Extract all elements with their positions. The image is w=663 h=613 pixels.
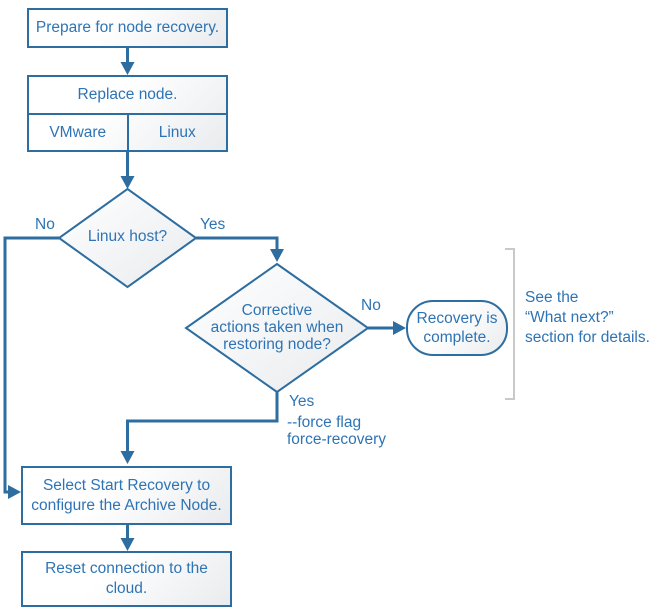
decision-linux-host-shape xyxy=(57,187,198,289)
force-flag-annotation: --force flag force-recovery xyxy=(287,414,386,448)
what-next-note: See the “What next?” section for details… xyxy=(525,288,650,348)
reset-line2: cloud. xyxy=(105,580,148,597)
force-flag-line2: force-recovery xyxy=(287,431,387,448)
connector-select-to-reset xyxy=(120,525,135,551)
select-start-line1: Select Start Recovery to xyxy=(42,476,211,494)
decision-corrective-line2: actions taken when xyxy=(210,319,344,336)
force-flag-line1: --force flag xyxy=(287,414,362,431)
connector-linux-host-no-to-select xyxy=(3,236,59,499)
decision-corrective-line3: restoring node? xyxy=(223,336,331,353)
connector-linux-host-yes-to-corrective xyxy=(196,236,284,262)
note-line1: See the xyxy=(525,289,579,306)
note-line2: “What next?” xyxy=(525,309,614,326)
terminator-line2: complete. xyxy=(423,329,491,346)
decision-linux-host-label: Linux host? xyxy=(87,228,168,245)
process-select-start-recovery: Select Start Recovery to configure the A… xyxy=(21,466,232,525)
process-reset-connection: Reset connection to the cloud. xyxy=(21,551,232,607)
note-line3: section for details. xyxy=(525,329,650,346)
replace-options-row: VMware Linux xyxy=(29,115,226,150)
decision-corrective-actions-label: Corrective actions taken when restoring … xyxy=(197,302,357,353)
connector-corrective-yes-to-select xyxy=(120,392,279,464)
process-replace-node: Replace node. VMware Linux xyxy=(27,75,228,152)
branch-label-no-corrective: No xyxy=(361,297,381,314)
connector-corrective-no-to-recovery-complete xyxy=(368,321,406,335)
option-vmware: VMware xyxy=(29,115,129,150)
process-prepare-label: Prepare for node recovery. xyxy=(35,19,220,36)
branch-label-yes-linux-host: Yes xyxy=(200,216,226,233)
branch-label-no-linux-host: No xyxy=(35,216,55,233)
process-replace-label: Replace node. xyxy=(29,77,226,115)
select-start-line2: configure the Archive Node. xyxy=(31,496,222,514)
reset-line1: Reset connection to the xyxy=(45,560,208,577)
connector-replace-to-linux-host xyxy=(120,152,135,189)
decision-corrective-line1: Corrective xyxy=(241,302,313,319)
connector-prepare-to-replace xyxy=(120,48,135,75)
terminator-recovery-complete: Recovery is complete. xyxy=(406,300,508,356)
terminator-line1: Recovery is xyxy=(416,310,498,327)
option-linux: Linux xyxy=(158,123,196,141)
process-prepare-node-recovery: Prepare for node recovery. xyxy=(27,8,228,48)
note-bracket xyxy=(505,248,515,400)
branch-label-yes-corrective: Yes xyxy=(289,393,315,410)
